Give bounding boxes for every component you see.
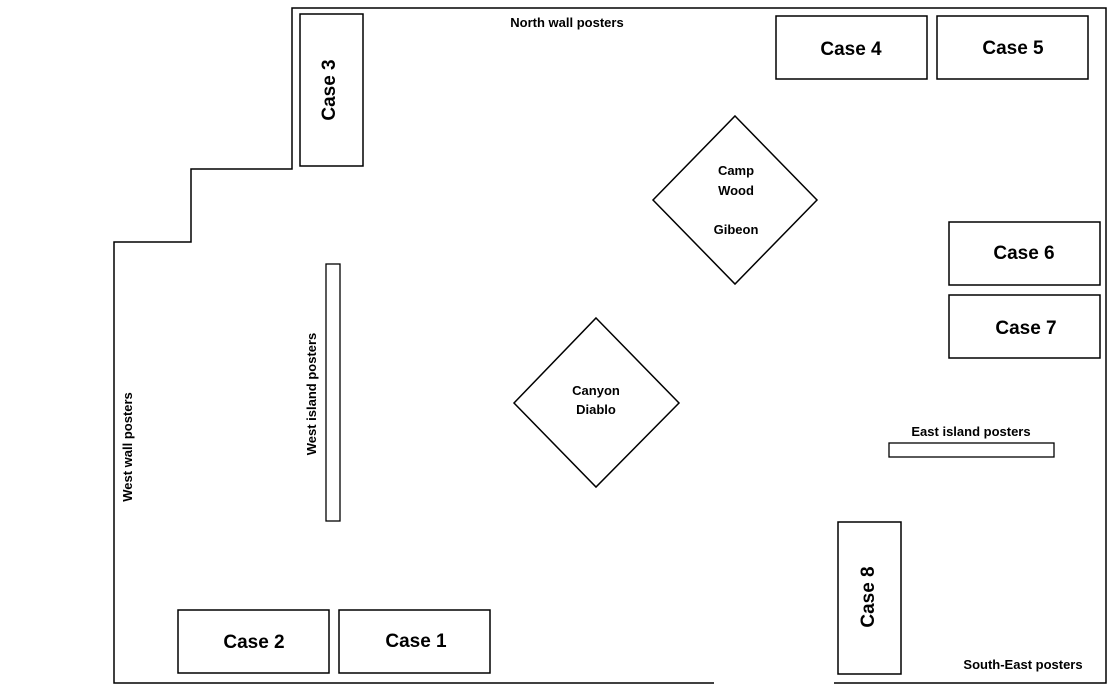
east-island-label: East island posters (911, 424, 1030, 439)
case-8-label: Case 8 (858, 566, 879, 627)
case-4-box (775, 15, 928, 80)
case-2[interactable]: Case 2 (177, 609, 330, 674)
diamond-display-lower[interactable]: Canyon Diablo (512, 316, 681, 489)
case-2-box (177, 609, 330, 674)
east-island-posters[interactable]: East island posters (888, 424, 1055, 458)
case-7-label: Case 7 (995, 318, 1056, 339)
case-6[interactable]: Case 6 (948, 221, 1101, 286)
case-8[interactable]: Case 8 (837, 521, 902, 675)
case-5-box (936, 15, 1089, 80)
west-island-posters[interactable]: West island posters (304, 263, 341, 522)
case-1-box (338, 609, 491, 674)
case-2-label: Case 2 (223, 632, 284, 653)
case-7-box (948, 294, 1101, 359)
diamond-upper-line-2: Wood (718, 183, 754, 198)
case-3-box (299, 13, 364, 167)
case-6-box (948, 221, 1101, 286)
case-8-box (837, 521, 902, 675)
north-wall-label: North wall posters (510, 15, 623, 30)
diamond-upper-line-1: Camp (718, 163, 754, 178)
case-5[interactable]: Case 5 (936, 15, 1089, 80)
case-1[interactable]: Case 1 (338, 609, 491, 674)
diamond-upper-line-3: Gibeon (714, 222, 759, 237)
case-4[interactable]: Case 4 (775, 15, 928, 80)
case-7[interactable]: Case 7 (948, 294, 1101, 359)
south-east-wall-label: South-East posters (963, 657, 1082, 672)
west-island-label: West island posters (304, 333, 319, 456)
diamond-display-upper[interactable]: Camp Wood Gibeon (651, 114, 819, 286)
diamond-lower-shape (512, 316, 681, 489)
east-island-panel (888, 442, 1055, 458)
diamond-lower-line-1: Canyon (572, 383, 620, 398)
case-4-label: Case 4 (820, 39, 882, 60)
west-island-panel (325, 263, 341, 522)
room-outline-wall (113, 7, 1107, 684)
case-3[interactable]: Case 3 (299, 13, 364, 167)
case-5-label: Case 5 (982, 38, 1044, 59)
diamond-upper-shape (651, 114, 819, 286)
west-wall-label: West wall posters (120, 392, 135, 502)
case-1-label: Case 1 (385, 631, 447, 652)
diamond-lower-line-2: Diablo (576, 402, 616, 417)
case-3-label: Case 3 (319, 59, 340, 120)
case-6-label: Case 6 (993, 243, 1054, 264)
